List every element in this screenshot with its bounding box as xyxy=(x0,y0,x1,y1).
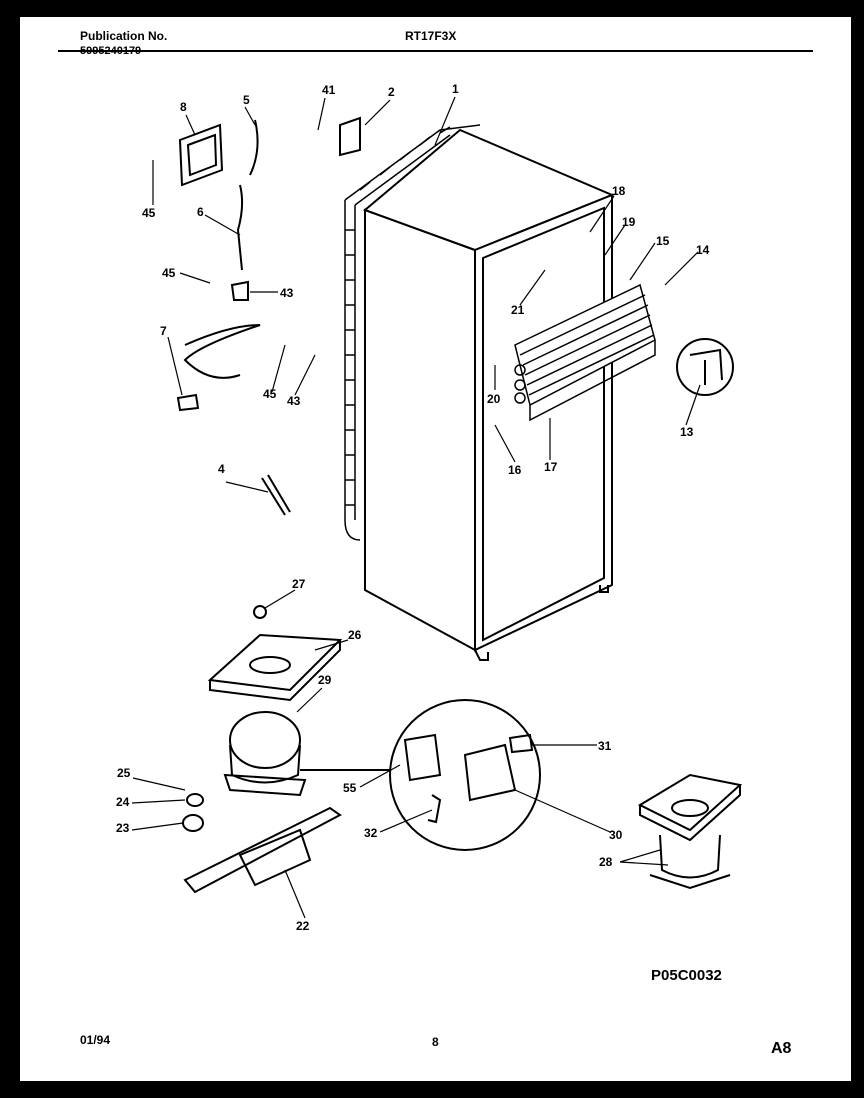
callout-23: 23 xyxy=(116,821,130,835)
part-13-detail-circle xyxy=(676,338,734,396)
part-32-illustration xyxy=(427,794,442,824)
callout-7: 7 xyxy=(160,324,167,338)
power-cord-illustration xyxy=(183,324,261,379)
callout-32: 32 xyxy=(364,826,378,840)
callout-22: 22 xyxy=(296,919,310,933)
part-27-illustration xyxy=(253,605,267,619)
callout-45-low: 45 xyxy=(263,387,277,401)
condenser-coil xyxy=(344,124,481,541)
compressor-illustration xyxy=(223,711,307,797)
alternate-compressor-illustration xyxy=(637,773,743,890)
callout-24: 24 xyxy=(116,795,130,809)
callout-1: 1 xyxy=(452,82,459,96)
callout-43-top: 43 xyxy=(280,286,294,300)
callout-31: 31 xyxy=(598,739,612,753)
evaporator-illustration xyxy=(514,283,656,422)
callout-55: 55 xyxy=(343,781,357,795)
callout-45-mid: 45 xyxy=(162,266,176,280)
drain-pan-illustration xyxy=(207,633,343,702)
callout-26: 26 xyxy=(348,628,362,642)
callout-18: 18 xyxy=(612,184,626,198)
part-4-illustration xyxy=(261,474,291,516)
model-number: RT17F3X xyxy=(405,29,457,43)
footer-date: 01/94 xyxy=(80,1033,111,1047)
callout-13: 13 xyxy=(680,425,694,439)
callout-30: 30 xyxy=(609,828,623,842)
publication-label: Publication No. xyxy=(80,29,168,43)
footer-page-number: 8 xyxy=(432,1035,439,1049)
part-55-illustration xyxy=(403,733,442,782)
callout-5: 5 xyxy=(243,93,250,107)
callout-17: 17 xyxy=(544,460,558,474)
callout-45-top: 45 xyxy=(142,206,156,220)
callout-20: 20 xyxy=(487,392,501,406)
callout-21: 21 xyxy=(511,303,525,317)
footer-section-tag: A8 xyxy=(771,1040,792,1057)
callout-41: 41 xyxy=(322,83,336,97)
callout-28: 28 xyxy=(599,855,613,869)
callout-8: 8 xyxy=(180,100,187,114)
callout-19: 19 xyxy=(622,215,636,229)
part-30-illustration xyxy=(463,743,517,802)
relay-detail-circle xyxy=(389,699,541,851)
callout-6: 6 xyxy=(197,205,204,219)
callout-43-low: 43 xyxy=(287,394,301,408)
base-plate-illustration xyxy=(183,806,342,894)
callout-29: 29 xyxy=(318,673,332,687)
part-callouts: 1 2 41 5 8 45 6 45 43 7 45 43 4 27 26 29… xyxy=(116,82,710,933)
header-rule xyxy=(58,50,813,52)
callout-25: 25 xyxy=(117,766,131,780)
callout-16: 16 xyxy=(508,463,522,477)
diagram-code: P05C0032 xyxy=(651,967,722,984)
callout-2: 2 xyxy=(388,85,395,99)
callout-15: 15 xyxy=(656,234,670,248)
callout-4: 4 xyxy=(218,462,225,476)
callout-27: 27 xyxy=(292,577,306,591)
callout-14: 14 xyxy=(696,243,710,257)
cabinet-illustration xyxy=(363,128,615,661)
part-31-illustration xyxy=(508,733,534,754)
